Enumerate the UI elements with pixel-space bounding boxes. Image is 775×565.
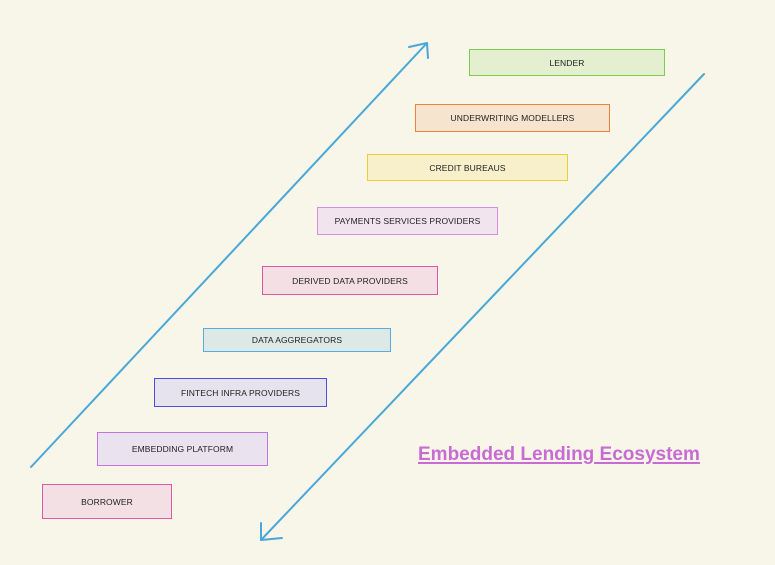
layer-label: PAYMENTS SERVICES PROVIDERS [334, 216, 481, 226]
layer-data-aggregators: DATA AGGREGATORS [203, 328, 391, 352]
layer-derived-data-providers: DERIVED DATA PROVIDERS [262, 266, 438, 295]
layer-label: EMBEDDING PLATFORM [131, 444, 234, 454]
layer-lender: LENDER [469, 49, 665, 76]
layer-label: CREDIT BUREAUS [429, 162, 506, 173]
up-arrow-head [408, 42, 429, 59]
layer-credit-bureaus: CREDIT BUREAUS [367, 154, 568, 181]
down-arrow-head [260, 522, 283, 541]
diagram-title: Embedded Lending Ecosystem [418, 444, 700, 465]
down-arrow-shaft [260, 73, 705, 541]
layer-label: DATA AGGREGATORS [251, 335, 343, 345]
layer-label: BORROWER [81, 496, 133, 507]
layer-label: DERIVED DATA PROVIDERS [292, 275, 408, 286]
layer-underwriting-modellers: UNDERWRITING MODELLERS [415, 104, 610, 132]
layer-embedding-platform: EMBEDDING PLATFORM [97, 432, 268, 466]
layer-label: LENDER [549, 57, 585, 68]
layer-label: UNDERWRITING MODELLERS [450, 113, 575, 123]
down-arrow [260, 73, 705, 541]
layer-payments-services-providers: PAYMENTS SERVICES PROVIDERS [317, 207, 498, 235]
layer-fintech-infra-providers: FINTECH INFRA PROVIDERS [154, 378, 327, 407]
layer-label: FINTECH INFRA PROVIDERS [181, 387, 300, 398]
up-arrow [30, 42, 429, 468]
layer-borrower: BORROWER [42, 484, 172, 519]
up-arrow-shaft [30, 42, 428, 468]
